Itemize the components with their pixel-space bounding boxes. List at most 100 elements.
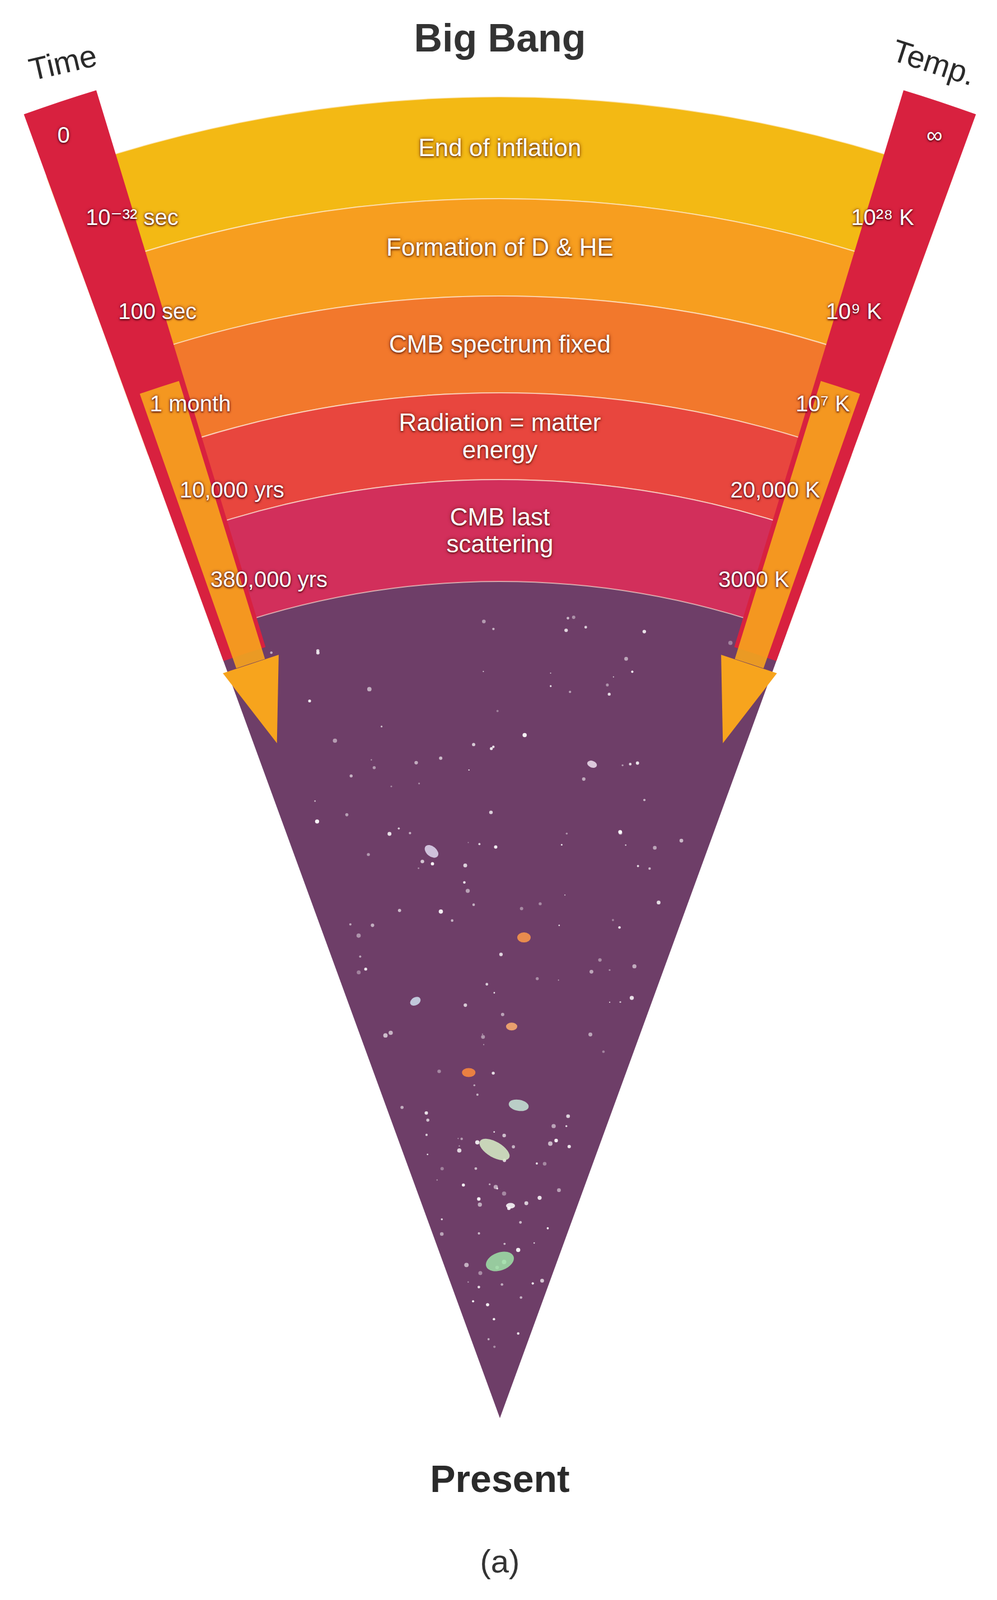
star [269,651,273,654]
star [481,619,486,624]
star [372,766,376,770]
star [516,1248,521,1253]
star [457,1148,462,1154]
star [483,1044,485,1046]
star [482,671,484,673]
time-value: 0 [57,122,70,148]
arrow-head [222,654,279,744]
star [642,629,647,634]
time-value: 10⁻³² sec [85,204,179,230]
axis-title: Time [25,38,100,88]
star [478,1271,482,1276]
star [630,670,634,673]
star [441,1218,444,1221]
star [537,1196,542,1201]
star [370,759,372,761]
star [450,919,454,923]
star [491,1072,495,1075]
star [492,628,495,631]
star [437,1069,441,1074]
star [621,764,624,767]
star [467,841,469,844]
star [518,1221,522,1225]
star [605,683,609,687]
galaxy [586,759,598,770]
star [356,933,362,939]
star [417,867,420,870]
star [516,1332,519,1336]
star [480,1035,485,1039]
star [648,867,651,870]
star [333,738,338,744]
galaxy [483,1248,517,1276]
star [380,726,383,728]
star [398,827,401,830]
star [496,710,499,713]
star [499,952,503,957]
space-wedge [212,581,788,1419]
star [471,743,476,747]
star [478,843,481,846]
star [440,1232,444,1237]
temp-value: ∞ [926,122,943,148]
star [535,1162,538,1165]
star [457,1138,459,1140]
temp-value: 10⁹ K [825,298,882,324]
star [493,1185,499,1190]
star [619,1001,621,1004]
star [637,865,640,868]
galaxy [506,1022,518,1031]
star [438,909,444,915]
star [628,763,632,766]
star [572,615,576,620]
star [656,900,661,905]
star [564,628,568,633]
era-label: Radiation = matter energy [376,409,624,464]
star [560,844,563,846]
star [565,1125,568,1128]
star [472,903,476,907]
star [420,859,424,864]
star [440,1167,444,1171]
arrow-shaft [139,381,266,669]
star [652,846,657,851]
star [548,1141,553,1146]
star [367,687,372,692]
galaxy [408,995,423,1008]
star [476,1197,481,1201]
star [549,685,552,687]
star [478,1203,482,1207]
star [550,672,552,674]
star [370,923,374,928]
band-fill [178,479,822,633]
stars [269,615,733,1349]
star [556,1188,561,1193]
star [431,862,435,866]
star [316,651,320,655]
star [588,1032,593,1037]
star [485,1303,490,1307]
star [366,853,370,856]
star [538,902,542,906]
star [400,1106,404,1110]
star [511,1145,516,1149]
star [624,844,627,847]
star [612,676,615,678]
star [414,761,418,765]
star [390,785,393,788]
star [475,1140,480,1146]
star [598,958,602,962]
star [426,1119,430,1123]
star [566,616,570,620]
star [388,1031,393,1036]
time-value: 380,000 yrs [210,567,328,592]
star [566,1114,571,1119]
star [462,881,466,884]
star [436,1179,438,1181]
temp-value: 20,000 K [730,477,821,503]
star [468,769,470,771]
star [349,923,352,926]
star [465,888,470,893]
star [356,970,361,975]
title: Big Bang [413,16,586,60]
